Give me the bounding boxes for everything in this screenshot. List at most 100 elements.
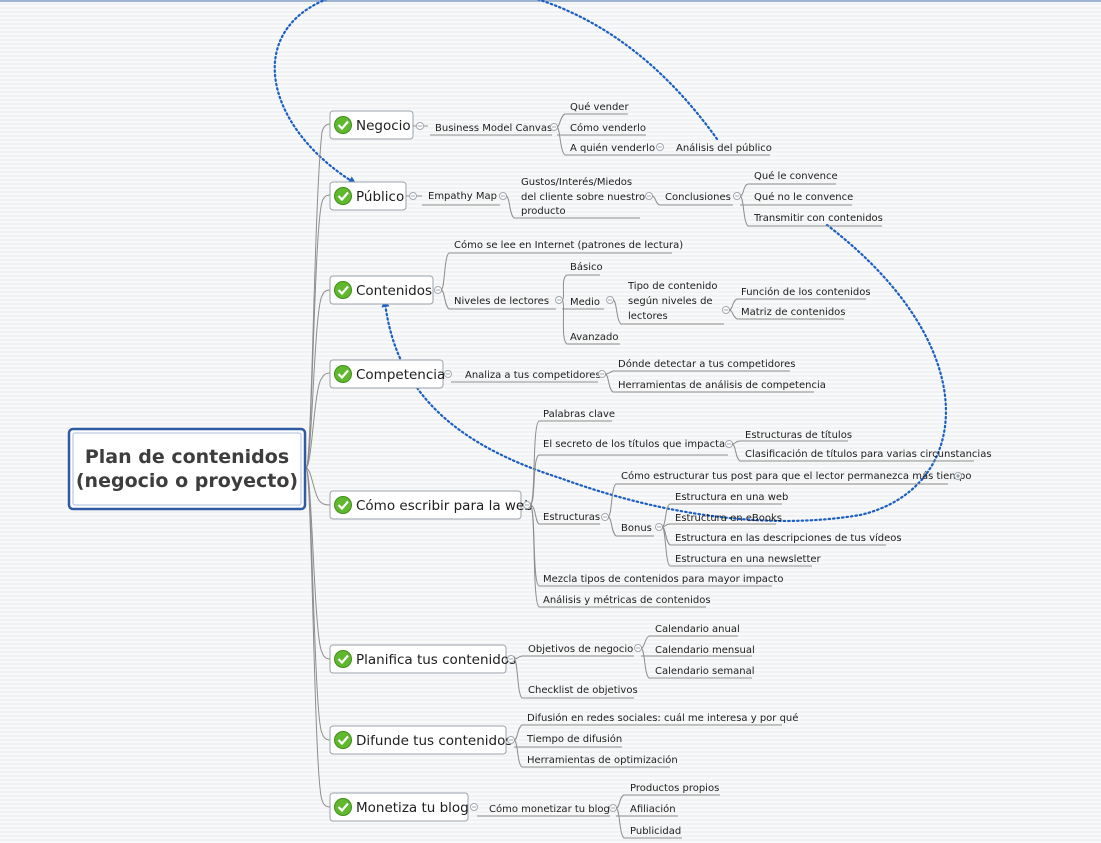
node-que-vender[interactable]: Qué vender: [570, 101, 629, 113]
node-transmitir-con-contenidos[interactable]: Transmitir con contenidos: [753, 213, 883, 224]
collapse-como-escribir[interactable]: [523, 501, 531, 509]
collapse-publico[interactable]: [409, 192, 417, 200]
collapse-negocio[interactable]: [416, 122, 424, 130]
node-business-model-canvas[interactable]: Business Model Canvas: [435, 123, 552, 134]
main-topic-publico[interactable]: Público: [329, 181, 407, 211]
collapse-estructuras[interactable]: [601, 513, 609, 521]
node-como-se-lee[interactable]: Cómo se lee en Internet (patrones de lec…: [454, 239, 683, 251]
collapse-conclusiones[interactable]: [733, 192, 741, 200]
node-matriz-de-contenidos[interactable]: Matriz de contenidos: [741, 307, 846, 318]
collapse-gustos[interactable]: [645, 192, 653, 200]
node-estructuras-titulos[interactable]: Estructuras de títulos: [745, 429, 852, 441]
node-estructuras[interactable]: Estructuras: [543, 512, 600, 523]
collapse-planifica[interactable]: [507, 655, 515, 663]
collapse-medio[interactable]: [606, 296, 614, 304]
topic-group-monetiza: Monetiza tu blog Cómo monetizar tu blog …: [329, 783, 720, 839]
main-topic-contenidos[interactable]: Contenidos: [329, 275, 434, 305]
node-medio[interactable]: Medio: [570, 297, 600, 308]
collapse-competencia[interactable]: [444, 370, 452, 378]
node-mezcla-tipos[interactable]: Mezcla tipos de contenidos para mayor im…: [543, 574, 783, 585]
node-analisis-del-publico[interactable]: Análisis del público: [676, 142, 772, 154]
node-difusion-redes[interactable]: Difusión en redes sociales: cuál me inte…: [527, 712, 798, 724]
node-basico[interactable]: Básico: [570, 261, 603, 273]
collapse-difunde[interactable]: [507, 736, 515, 744]
node-gustos-line-1[interactable]: Gustos/Interés/Miedos: [521, 176, 632, 188]
check-circle-icon: [334, 650, 352, 668]
collapse-a-quien[interactable]: [656, 143, 664, 151]
topic-group-como-escribir: Cómo escribir para la web Palabras clave…: [329, 409, 992, 608]
topic-label-contenidos: Contenidos: [356, 283, 432, 299]
collapse-secreto[interactable]: [725, 440, 733, 448]
collapse-niveles[interactable]: [555, 296, 563, 304]
collapse-tipo[interactable]: [722, 306, 730, 314]
main-topic-competencia[interactable]: Competencia: [329, 359, 445, 389]
node-publicidad[interactable]: Publicidad: [630, 826, 681, 837]
check-circle-icon: [334, 116, 352, 134]
topic-group-competencia: Competencia Analiza a tus competidores D…: [329, 358, 826, 393]
main-topic-planifica[interactable]: Planifica tus contenidos: [329, 644, 516, 674]
node-afiliacion[interactable]: Afiliación: [630, 803, 676, 815]
node-tipo-line-2[interactable]: según niveles de: [628, 295, 713, 307]
collapse-monetiza[interactable]: [470, 803, 478, 811]
node-clasificacion-titulos[interactable]: Clasificación de títulos para varias cir…: [745, 448, 992, 460]
node-a-quien-venderlo[interactable]: A quién venderlo: [570, 142, 655, 154]
main-topic-negocio[interactable]: Negocio: [329, 110, 414, 140]
collapse-contenidos[interactable]: [434, 286, 442, 294]
relationship-lines: [273, 0, 947, 523]
node-estructura-newsletter[interactable]: Estructura en una newsletter: [675, 554, 822, 565]
node-donde-detectar[interactable]: Dónde detectar a tus competidores: [618, 358, 795, 370]
collapse-objetivos[interactable]: [634, 644, 642, 652]
node-que-no-le-convence[interactable]: Qué no le convence: [754, 191, 853, 203]
topic-label-difunde: Difunde tus contenidos: [356, 733, 512, 749]
collapse-como-monetizar[interactable]: [609, 804, 617, 812]
node-como-venderlo[interactable]: Cómo venderlo: [570, 122, 646, 134]
node-como-monetizar[interactable]: Cómo monetizar tu blog: [489, 803, 610, 815]
node-calendario-mensual[interactable]: Calendario mensual: [655, 645, 755, 656]
node-checklist-objetivos[interactable]: Checklist de objetivos: [528, 685, 638, 696]
node-tipo-line-3[interactable]: lectores: [628, 311, 668, 322]
node-empathy-map[interactable]: Empathy Map: [428, 191, 497, 202]
node-estructura-videos[interactable]: Estructura en las descripciones de tus v…: [675, 532, 902, 544]
main-topic-como-escribir[interactable]: Cómo escribir para la web: [329, 490, 533, 520]
main-topic-monetiza[interactable]: Monetiza tu blog: [329, 792, 469, 822]
node-secreto-titulos[interactable]: El secreto de los títulos que impactan: [543, 438, 732, 450]
node-gustos-line-3[interactable]: producto: [521, 206, 566, 217]
node-palabras-clave[interactable]: Palabras clave: [543, 409, 615, 420]
relationship-transmitir-to-contenidos[interactable]: [381, 223, 947, 523]
topic-group-contenidos: Contenidos Cómo se lee en Internet (patr…: [329, 239, 871, 345]
node-analisis-metricas[interactable]: Análisis y métricas de contenidos: [543, 594, 711, 606]
node-productos-propios[interactable]: Productos propios: [630, 783, 719, 794]
node-como-estructurar[interactable]: Cómo estructurar tus post para que el le…: [621, 470, 972, 482]
check-circle-icon: [334, 496, 352, 514]
node-objetivos-negocio[interactable]: Objetivos de negocio: [528, 644, 633, 655]
plus-circle-icon[interactable]: [954, 472, 962, 480]
node-avanzado[interactable]: Avanzado: [570, 332, 618, 343]
node-funcion-de-contenidos[interactable]: Función de los contenidos: [741, 286, 871, 298]
collapse-empathy[interactable]: [499, 192, 507, 200]
node-que-le-convence[interactable]: Qué le convence: [754, 170, 838, 182]
node-herramientas-optimizacion[interactable]: Herramientas de optimización: [527, 754, 678, 766]
node-tipo-line-1[interactable]: Tipo de contenido: [627, 281, 718, 292]
check-circle-icon: [334, 731, 352, 749]
node-estructura-ebooks[interactable]: Estructura en eBooks: [675, 513, 782, 524]
topic-group-negocio: Negocio Business Model Canvas Qué vender…: [329, 101, 772, 156]
node-calendario-anual[interactable]: Calendario anual: [655, 624, 740, 635]
node-niveles-de-lectores[interactable]: Niveles de lectores: [454, 296, 549, 307]
node-conclusiones[interactable]: Conclusiones: [665, 192, 731, 203]
collapse-bonus[interactable]: [655, 523, 663, 531]
node-tiempo-difusion[interactable]: Tiempo de difusión: [526, 733, 622, 745]
relationship-negocio-to-publico[interactable]: [273, 0, 719, 185]
node-bonus[interactable]: Bonus: [621, 523, 652, 534]
node-estructura-web[interactable]: Estructura en una web: [675, 492, 788, 503]
node-gustos-line-2[interactable]: del cliente sobre nuestro: [521, 192, 645, 203]
collapse-analiza[interactable]: [598, 370, 606, 378]
node-calendario-semanal[interactable]: Calendario semanal: [655, 666, 755, 677]
topic-group-difunde: Difunde tus contenidos Difusión en redes…: [329, 712, 798, 768]
collapse-bmc[interactable]: [550, 123, 558, 131]
node-analiza-competidores[interactable]: Analiza a tus competidores: [465, 370, 601, 381]
trunk-connectors: [305, 123, 331, 808]
main-topic-difunde[interactable]: Difunde tus contenidos: [329, 725, 512, 755]
central-topic[interactable]: Plan de contenidos (negocio o proyecto): [67, 427, 307, 511]
node-herramientas-competencia[interactable]: Herramientas de análisis de competencia: [618, 379, 826, 391]
